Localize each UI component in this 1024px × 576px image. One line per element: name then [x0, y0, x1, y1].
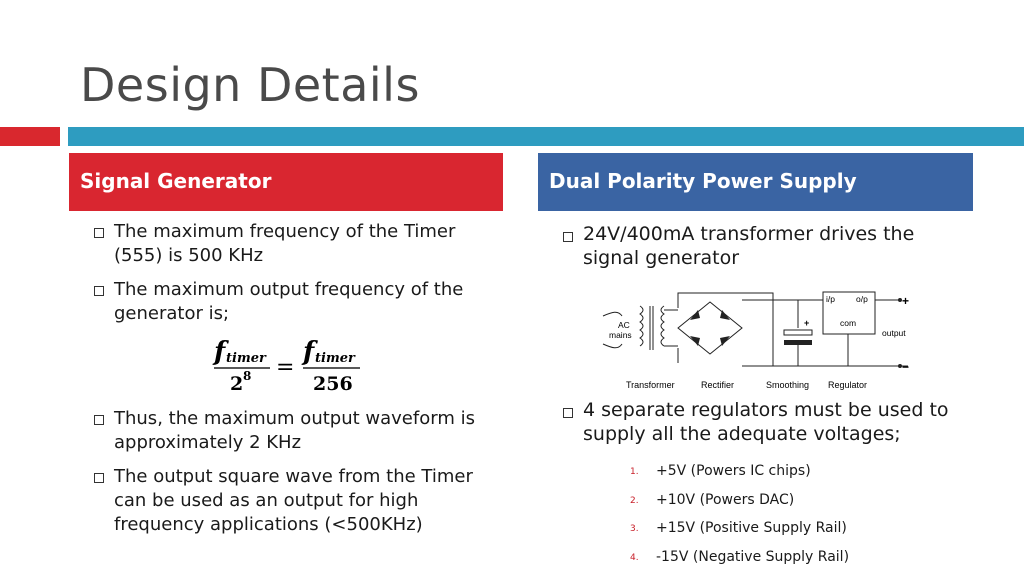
- list-text: +5V (Powers IC chips): [656, 463, 811, 479]
- bullet-text: The output square wave from the Timer ca…: [114, 466, 473, 535]
- list-number: 4.: [630, 552, 639, 563]
- list-number: 2.: [630, 495, 639, 506]
- power-supply-circuit-diagram: AC mains + i/p o/p com + − output Transf…: [602, 291, 909, 390]
- list-item: The output square wave from the Timer ca…: [80, 465, 500, 537]
- bullet-text: The maximum frequency of the Timer (555)…: [114, 221, 456, 266]
- list-item: The maximum output frequency of the gene…: [80, 278, 500, 326]
- stage-label: Transformer: [626, 380, 675, 390]
- list-text: +10V (Powers DAC): [656, 491, 795, 508]
- capacitor-plus-label: +: [804, 318, 809, 328]
- formula-f2: f: [301, 338, 318, 367]
- power-supply-bullets: 24V/400mA transformer drives the signal …: [549, 222, 969, 270]
- output-plus-label: +: [902, 294, 909, 308]
- accent-bar-blue: [68, 127, 1024, 146]
- stage-label: Smoothing: [766, 380, 809, 390]
- output-label: output: [882, 328, 906, 338]
- list-item: The maximum frequency of the Timer (555)…: [80, 220, 500, 268]
- list-item: 4 separate regulators must be used to su…: [549, 398, 969, 446]
- formula-f1: f: [212, 338, 229, 367]
- list-item: 24V/400mA transformer drives the signal …: [549, 222, 969, 270]
- square-bullet-icon: [94, 473, 104, 483]
- list-number: 1.: [630, 467, 639, 477]
- signal-generator-header: Signal Generator: [69, 153, 503, 211]
- ac-mains-label-2: mains: [609, 330, 632, 340]
- regulator-common-label: com: [840, 318, 856, 328]
- list-item: 4. -15V (Negative Supply Rail): [630, 546, 849, 575]
- regulator-input-label: i/p: [826, 294, 835, 304]
- bullet-text: The maximum output frequency of the gene…: [114, 279, 464, 324]
- regulator-box: [822, 291, 876, 335]
- formula-den1: 2: [230, 373, 243, 395]
- list-item: 2. +10V (Powers DAC): [630, 489, 849, 518]
- formula-equals: =: [276, 355, 294, 380]
- output-minus-label: −: [902, 360, 909, 374]
- list-item: 1. +5V (Powers IC chips): [630, 460, 849, 489]
- signal-generator-bullets-2: Thus, the maximum output waveform is app…: [80, 407, 500, 537]
- accent-bar-red: [0, 127, 60, 146]
- stage-label: Rectifier: [701, 380, 734, 390]
- list-text: +15V (Positive Supply Rail): [656, 520, 847, 536]
- slide-title: Design Details: [80, 58, 420, 112]
- list-item: Thus, the maximum output waveform is app…: [80, 407, 500, 455]
- list-item: 3. +15V (Positive Supply Rail): [630, 517, 849, 546]
- formula-sub1: timer: [226, 351, 267, 366]
- regulator-output-label: o/p: [856, 294, 868, 304]
- square-bullet-icon: [94, 415, 104, 425]
- stage-label: Regulator: [828, 380, 867, 390]
- frequency-formula: f timer 2 8 = f timer 256: [212, 338, 360, 395]
- power-supply-bullets-2: 4 separate regulators must be used to su…: [549, 398, 969, 446]
- signal-generator-bullets: The maximum frequency of the Timer (555)…: [80, 220, 500, 326]
- square-bullet-icon: [563, 408, 573, 418]
- square-bullet-icon: [94, 286, 104, 296]
- ac-mains-label: AC: [618, 320, 630, 330]
- square-bullet-icon: [563, 232, 573, 242]
- formula-sub2: timer: [315, 351, 356, 366]
- bullet-text: 24V/400mA transformer drives the signal …: [583, 223, 915, 269]
- power-supply-header: Dual Polarity Power Supply: [538, 153, 973, 211]
- bullet-text: Thus, the maximum output waveform is app…: [114, 408, 475, 453]
- voltage-list: 1. +5V (Powers IC chips) 2. +10V (Powers…: [630, 460, 849, 574]
- bullet-text: 4 separate regulators must be used to su…: [583, 399, 949, 445]
- formula-den2: 256: [313, 373, 353, 395]
- list-number: 3.: [630, 524, 639, 534]
- square-bullet-icon: [94, 228, 104, 238]
- list-text: -15V (Negative Supply Rail): [656, 548, 850, 565]
- formula-exp1: 8: [243, 369, 251, 383]
